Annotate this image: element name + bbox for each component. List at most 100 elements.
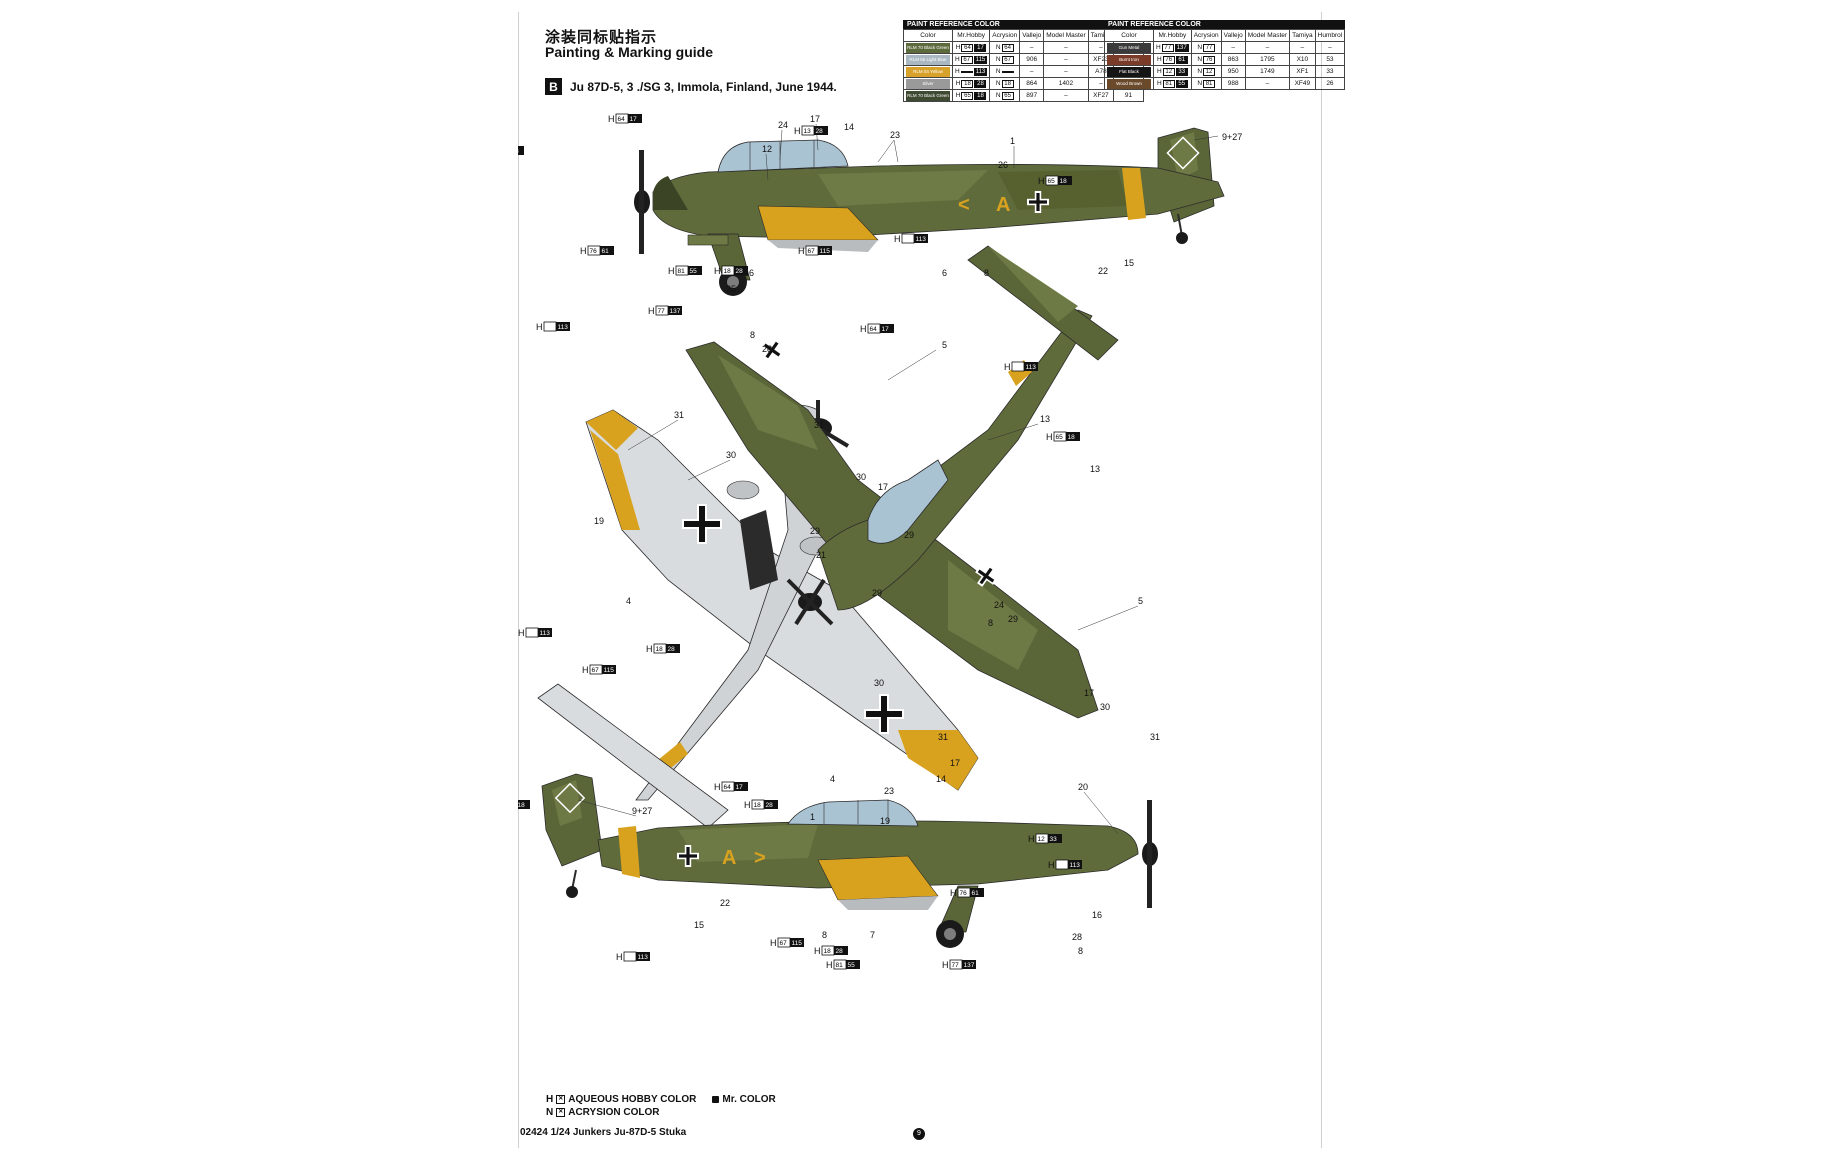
legend-n-label: N xyxy=(546,1107,554,1118)
svg-text:H: H xyxy=(1046,432,1053,442)
svg-text:H: H xyxy=(668,266,675,276)
column-header: Color xyxy=(903,29,953,42)
svg-text:H: H xyxy=(646,644,653,654)
svg-text:H: H xyxy=(826,960,833,970)
svg-text:18: 18 xyxy=(754,802,762,809)
color-code-tags: H6417H1233H113H1328H6518H7661H8155H67115… xyxy=(518,113,1082,970)
svg-text:28: 28 xyxy=(736,268,744,275)
callout-29c: 29 xyxy=(904,530,914,540)
svg-text:H: H xyxy=(648,306,655,316)
svg-text:65: 65 xyxy=(1048,178,1056,185)
paint-code-tamiya: – xyxy=(1289,41,1316,54)
column-header: Tamiya xyxy=(1289,29,1316,42)
page-title-cn: 涂装同标贴指示 xyxy=(545,29,658,46)
svg-text:H: H xyxy=(770,938,777,948)
paint-code-vallejo: 906 xyxy=(1019,53,1045,66)
svg-text:18: 18 xyxy=(1060,178,1068,185)
svg-text:115: 115 xyxy=(604,667,615,674)
svg-text:17: 17 xyxy=(630,116,638,123)
svg-text:H: H xyxy=(814,946,821,956)
svg-text:28: 28 xyxy=(816,128,824,135)
svg-text:H: H xyxy=(1038,176,1045,186)
svg-text:18: 18 xyxy=(518,802,525,809)
callout-21: 21 xyxy=(816,550,826,560)
paint-code-vallejo: 950 xyxy=(1220,65,1246,78)
column-header: Model Master xyxy=(1043,29,1089,42)
svg-text:64: 64 xyxy=(618,116,626,123)
callout-24b: 24 xyxy=(994,600,1004,610)
column-header: Vallejo xyxy=(1220,29,1246,42)
svg-text:113: 113 xyxy=(1026,364,1037,371)
svg-text:H: H xyxy=(616,952,623,962)
column-header: Mr.Hobby xyxy=(1153,29,1192,42)
variant-caption: Ju 87D-5, 3 ./SG 3, Immola, Finland, Jun… xyxy=(570,79,837,94)
svg-text:17: 17 xyxy=(736,784,744,791)
callout-15: 15 xyxy=(1124,258,1134,268)
paint-code-humbrol: – xyxy=(1314,41,1346,54)
svg-text:12: 12 xyxy=(1038,836,1046,843)
svg-text:17: 17 xyxy=(882,326,890,333)
svg-text:61: 61 xyxy=(602,248,610,255)
legend-row-acrysion: N✕ ACRYSION COLOR xyxy=(546,1106,776,1119)
svg-text:18: 18 xyxy=(724,268,732,275)
legend-h-label: H xyxy=(546,1094,554,1105)
page-title-en: Painting & Marking guide xyxy=(545,44,714,60)
callout-8e: 8 xyxy=(1078,946,1083,956)
color-swatch: Burnt Iron xyxy=(1107,54,1151,65)
paint-code-tamiya: XF1 xyxy=(1289,65,1316,78)
svg-text:115: 115 xyxy=(792,940,803,947)
svg-text:113: 113 xyxy=(540,630,551,637)
svg-text:28: 28 xyxy=(836,948,844,955)
callout-5b: 5 xyxy=(1138,596,1143,606)
svg-text:H: H xyxy=(714,782,721,792)
paint-code-mm: – xyxy=(1043,53,1089,66)
paint-code-vallejo: 897 xyxy=(1019,89,1045,102)
color-legend: H✕ AQUEOUS HOBBY COLOR Mr. COLOR N✕ ACRY… xyxy=(546,1093,776,1119)
paint-code-mm: 1749 xyxy=(1244,65,1291,78)
acrysion-code: N xyxy=(996,68,1014,75)
variant-heading: B Ju 87D-5, 3 ./SG 3, Immola, Finland, J… xyxy=(545,78,837,95)
tail-swastika-area xyxy=(1166,136,1200,170)
footer-product: 02424 1/24 Junkers Ju-87D-5 Stuka xyxy=(520,1127,687,1138)
paint-code-mm: – xyxy=(1043,89,1089,102)
callout-14b: 14 xyxy=(936,774,946,784)
svg-text:77: 77 xyxy=(952,962,960,969)
paint-code-tamiya: XF27 xyxy=(1087,89,1115,102)
callout-28b: 28 xyxy=(1072,932,1082,942)
paint-code-vallejo: – xyxy=(1019,41,1045,54)
svg-text:76: 76 xyxy=(960,890,968,897)
callout-12: 12 xyxy=(762,144,772,154)
callout-8: 8 xyxy=(750,330,755,340)
svg-text:64: 64 xyxy=(870,326,878,333)
callout-9-27: 9+27 xyxy=(1222,132,1242,142)
svg-text:77: 77 xyxy=(658,308,666,315)
callout-16b: 16 xyxy=(1092,910,1102,920)
paint-code-vallejo: – xyxy=(1220,41,1246,54)
svg-text:81: 81 xyxy=(678,268,686,275)
leader-lines xyxy=(577,123,1219,835)
column-header: Acrysion xyxy=(989,29,1021,42)
callout-5: 5 xyxy=(942,340,947,350)
svg-text:H: H xyxy=(794,126,801,136)
svg-text:33: 33 xyxy=(518,148,519,155)
